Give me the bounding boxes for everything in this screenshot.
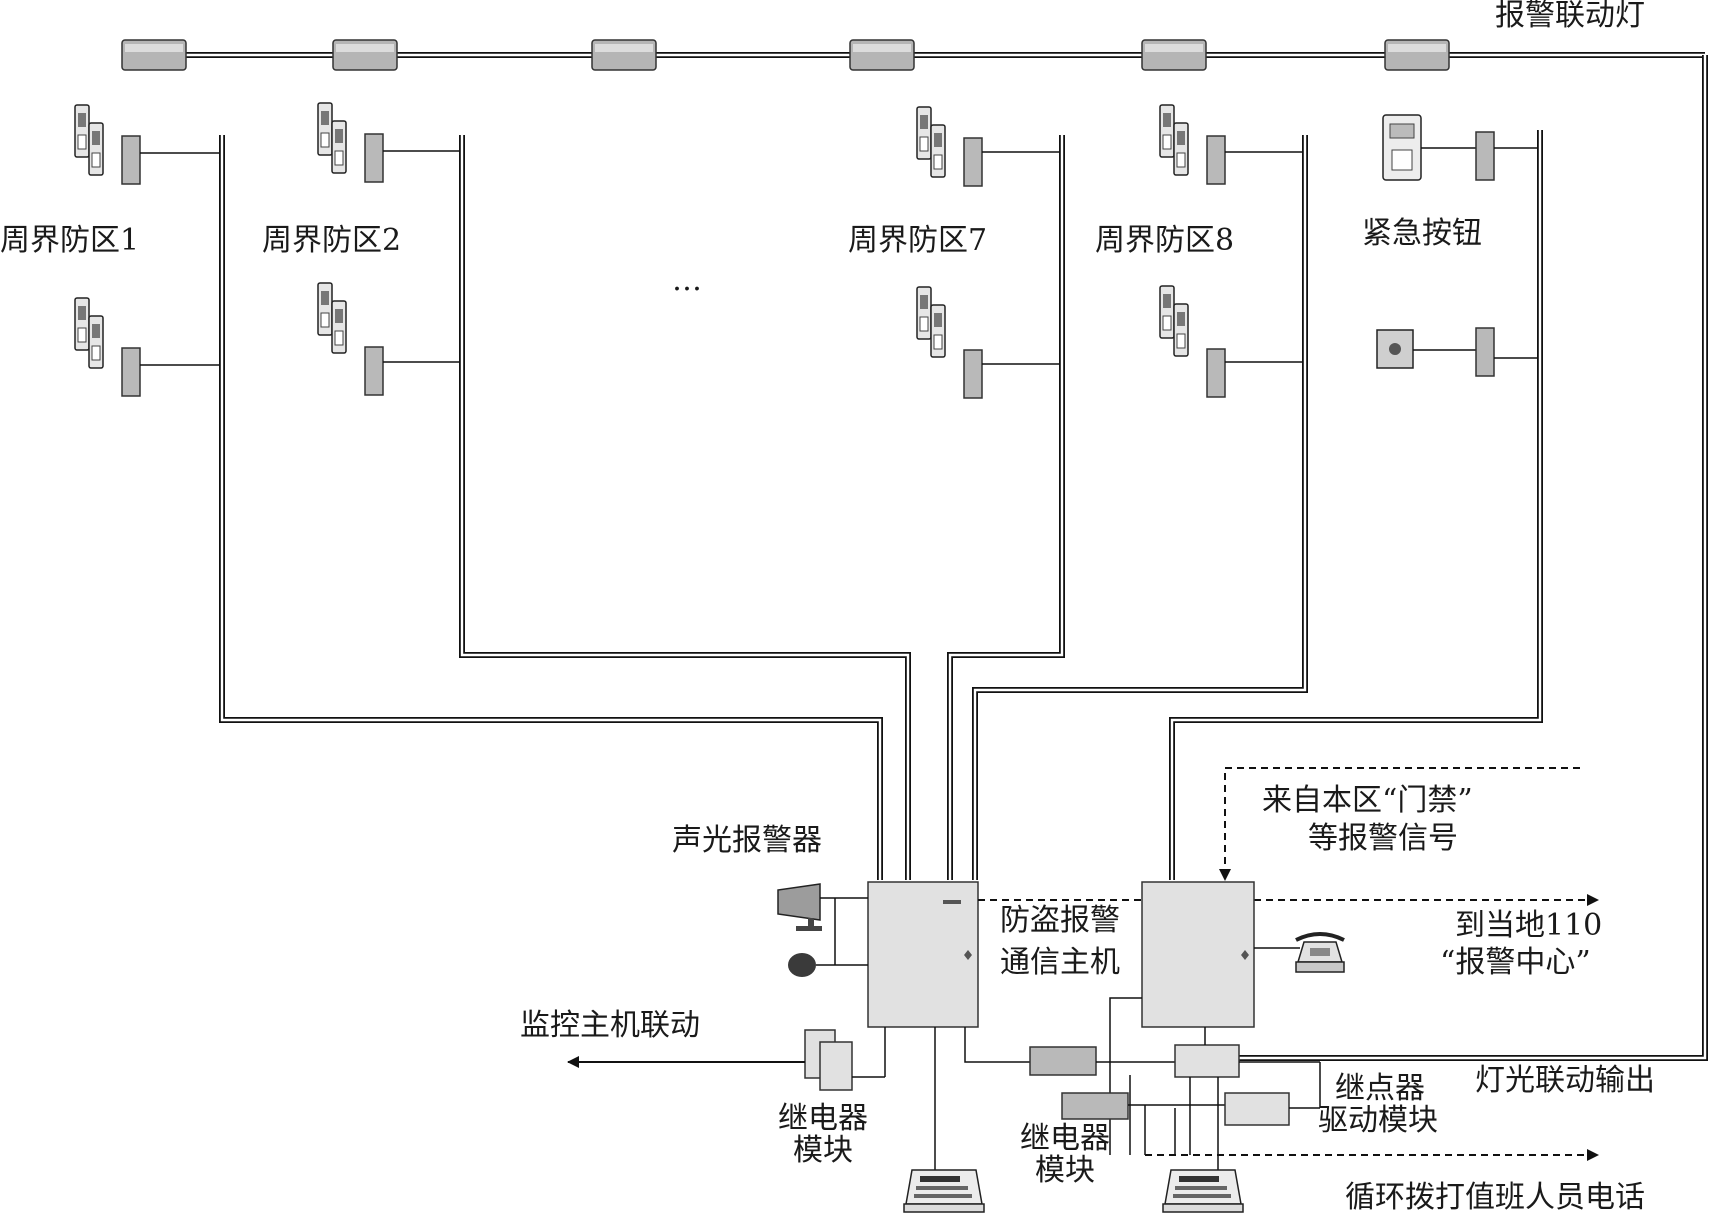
emergency-button-icon	[1376, 329, 1414, 369]
horn-speaker-icon	[777, 883, 822, 931]
relay-module-left	[567, 1027, 886, 1091]
zone-7	[916, 106, 1065, 880]
monitor-link-label: 监控主机联动	[520, 1008, 700, 1043]
relay-module-icon	[1061, 1092, 1129, 1120]
alarm-lamp-icon	[1384, 39, 1450, 71]
relay-module-icon	[1224, 1092, 1290, 1126]
terminal-block-icon	[1475, 327, 1495, 377]
zone-8-label: 周界防区8	[1095, 223, 1234, 258]
alarm-light-label: 报警联动灯	[1495, 0, 1645, 33]
alarm-controller-right	[1141, 881, 1255, 1028]
alarm-lamp-icon	[1141, 39, 1207, 71]
terminal-block-icon	[121, 135, 141, 185]
light-output-label: 灯光联动输出	[1475, 1063, 1655, 1098]
to110-label-line1: 到当地110	[1455, 908, 1602, 943]
terminal-block-icon	[1206, 348, 1226, 398]
infrared-detector-icon	[1159, 104, 1189, 176]
alarm-lamp-icon	[849, 39, 915, 71]
relay-left-label-line1: 继电器	[778, 1101, 868, 1136]
zone-7-label: 周界防区7	[848, 223, 987, 258]
alarm-lamp-icon	[121, 39, 187, 71]
zone-1-label: 周界防区1	[0, 223, 139, 258]
zone-2-label: 周界防区2	[262, 223, 401, 258]
terminal-block-icon	[121, 347, 141, 397]
terminal-block-icon	[1206, 135, 1226, 185]
terminal-block-icon	[1475, 131, 1495, 181]
ellipsis-label: …	[672, 263, 702, 298]
keypad-icon	[1162, 1169, 1244, 1213]
alarm-controller-icon	[867, 881, 979, 1028]
alarm-lamp-icon	[332, 39, 398, 71]
infrared-detector-icon	[317, 102, 347, 174]
zone-2	[317, 102, 911, 880]
infrared-detector-icon	[74, 104, 104, 176]
to110-label-line2: “报警中心”	[1440, 945, 1591, 980]
alarm-controller-icon	[1141, 881, 1255, 1028]
emergency-zone	[1169, 114, 1543, 880]
siren-group	[777, 883, 868, 977]
strobe-light-icon	[788, 953, 816, 977]
infrared-detector-icon	[916, 106, 946, 178]
siren-label: 声光报警器	[672, 823, 822, 858]
access-label-line2: 等报警信号	[1308, 821, 1458, 856]
access-label-line1: 来自本区“门禁”	[1262, 783, 1473, 818]
infrared-detector-icon	[74, 297, 104, 369]
terminal-block-icon	[364, 346, 384, 396]
arrow-icon	[1219, 767, 1580, 881]
relay-cluster-right	[1061, 997, 1321, 1170]
terminal-block-icon	[364, 133, 384, 183]
terminal-block-icon	[963, 349, 983, 399]
infrared-detector-icon	[916, 286, 946, 358]
infrared-detector-icon	[317, 282, 347, 354]
relay-drive-label-line2: 驱动模块	[1318, 1103, 1438, 1138]
relay-right-label-line2: 模块	[1035, 1153, 1095, 1188]
keypad-icon	[903, 1169, 985, 1213]
terminal-block-icon	[963, 137, 983, 187]
telephone-icon	[1295, 932, 1345, 973]
host-label-line1: 防盗报警	[1000, 903, 1120, 938]
zone-1	[74, 104, 883, 880]
emergency-panel-icon	[1382, 114, 1422, 181]
dial-duty-label: 循环拨打值班人员电话	[1345, 1180, 1645, 1215]
relay-drive-label-line1: 继点器	[1335, 1071, 1425, 1106]
emergency-label: 紧急按钮	[1362, 216, 1482, 251]
alarm-lamp-icon	[591, 39, 657, 71]
relay-module-icon	[1029, 1046, 1097, 1076]
relay-left-label-line2: 模块	[793, 1133, 853, 1168]
infrared-detector-icon	[1159, 285, 1189, 357]
alarm-controller-left	[867, 881, 979, 1028]
host-label-line2: 通信主机	[1000, 945, 1120, 980]
relay-right-label-line1: 继电器	[1020, 1121, 1110, 1156]
zone-8	[972, 104, 1308, 880]
relay-module-icon	[1174, 1044, 1240, 1078]
